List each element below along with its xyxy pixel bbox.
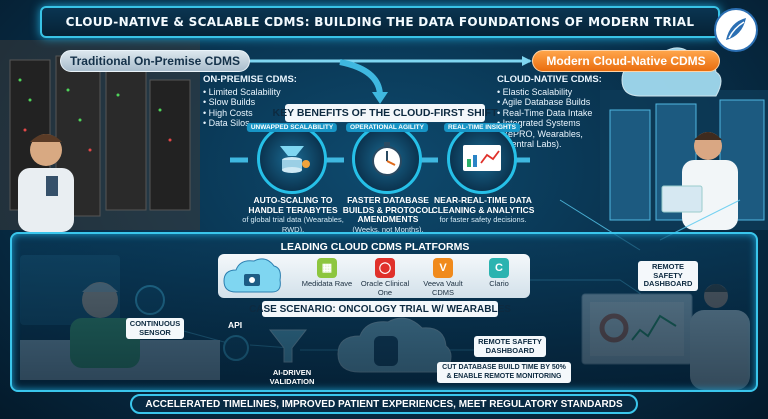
cloud-platform-icon (223, 258, 281, 293)
remote-safety-dashboard-label-right: REMOTE SAFETY DASHBOARD (638, 261, 698, 291)
platforms-strip: ▦ Medidata Rave ◯ Oracle Clinical One V … (218, 254, 530, 298)
list-item: Slow Builds (203, 97, 313, 108)
traditional-cdms-label: Traditional On-Premise CDMS (60, 50, 250, 72)
stopwatch-icon (372, 142, 402, 176)
platform-name: Medidata Rave (301, 279, 353, 288)
benefit-subtitle: (Weeks, not Months). (352, 224, 424, 234)
benefit-title: AUTO-SCALING TO HANDLE TERABYTES (248, 195, 338, 215)
benefit-ribbon: UNWAPPED SCALABILITY (246, 123, 338, 132)
benefit-insights: REAL-TIME INSIGHTS (437, 123, 527, 198)
cloud-native-heading: CLOUD-NATIVE CDMS: (497, 74, 602, 85)
benefit-title: FASTER DATABASE BUILDS & PROTOCOL AMENDM… (342, 195, 434, 224)
benefit-caption: NEAR-REAL-TIME DATA CLEANING & ANALYTICS… (428, 195, 538, 225)
benefit-agility: OPERATIONAL AGILITY (342, 123, 432, 198)
platforms-heading: LEADING CLOUD CDMS PLATFORMS (280, 241, 470, 253)
modern-cdms-label: Modern Cloud-Native CDMS (532, 50, 720, 72)
benefit-ribbon: REAL-TIME INSIGHTS (444, 123, 520, 132)
key-benefits-heading: KEY BENEFITS OF THE CLOUD-FIRST SHIFT (273, 104, 498, 122)
oracle-logo-icon: ◯ (375, 258, 395, 278)
platform-veeva: V Veeva Vault CDMS (414, 258, 472, 297)
benefit-scalability: UNWAPPED SCALABILITY (246, 123, 338, 198)
ai-validation-label: AI-DRIVEN VALIDATION (269, 368, 315, 386)
on-premise-list: ON-PREMISE CDMS: Limited Scalability Slo… (203, 74, 313, 129)
list-item: Data Silos (203, 118, 313, 129)
case-scenario-heading: CASE SCENARIO: ONCOLOGY TRIAL W/ WEARABL… (249, 301, 511, 317)
platform-oracle: ◯ Oracle Clinical One (356, 258, 414, 297)
on-premise-heading: ON-PREMISE CDMS: (203, 74, 297, 85)
veeva-logo-icon: V (433, 258, 453, 278)
list-item: High Costs (203, 108, 313, 119)
result-callout: CUT DATABASE BUILD TIME BY 50% & ENABLE … (437, 362, 571, 383)
platform-clario: C Clario (470, 258, 528, 289)
list-item: Agile Database Builds (497, 97, 627, 108)
footer-banner: ACCELERATED TIMELINES, IMPROVED PATIENT … (130, 394, 638, 414)
platform-name: Oracle Clinical One (360, 279, 410, 297)
remote-safety-dashboard-label: REMOTE SAFETY DASHBOARD (474, 336, 546, 357)
brand-logo (714, 8, 758, 52)
leaf-logo-icon (726, 18, 746, 40)
page-title: CLOUD-NATIVE & SCALABLE CDMS: BUILDING T… (65, 15, 695, 29)
list-item: Elastic Scalability (497, 87, 627, 98)
list-item-continuation: (ePRO, Wearables, (505, 128, 583, 139)
platform-name: Clario (489, 279, 509, 288)
benefit-ribbon: OPERATIONAL AGILITY (346, 123, 428, 132)
platform-name: Veeva Vault CDMS (423, 279, 463, 297)
platform-medidata: ▦ Medidata Rave (298, 258, 356, 289)
benefit-subtitle: for faster safety decisions. (439, 215, 527, 224)
title-banner: CLOUD-NATIVE & SCALABLE CDMS: BUILDING T… (40, 6, 720, 38)
database-gear-icon (280, 146, 310, 173)
clario-logo-icon: C (489, 258, 509, 278)
benefit-caption: FASTER DATABASE BUILDS & PROTOCOL AMENDM… (333, 195, 443, 234)
list-item: Limited Scalability (203, 87, 313, 98)
medidata-logo-icon: ▦ (317, 258, 337, 278)
analytics-dashboard-icon (463, 145, 501, 171)
benefit-title: NEAR-REAL-TIME DATA CLEANING & ANALYTICS (431, 195, 535, 215)
benefit-subtitle: of global trial data (Wearables, RWD). (242, 215, 344, 234)
benefit-caption: AUTO-SCALING TO HANDLE TERABYTES of glob… (238, 195, 348, 234)
api-label: API (228, 320, 243, 330)
continuous-sensor-label: CONTINUOUS SENSOR (126, 318, 184, 339)
cloud-native-list: CLOUD-NATIVE CDMS: Elastic Scalability A… (497, 74, 627, 150)
list-item-continuation: Central Labs). (505, 139, 562, 149)
list-item: Real-Time Data Intake (497, 108, 627, 119)
list-item: Integrated Systems (497, 118, 627, 129)
